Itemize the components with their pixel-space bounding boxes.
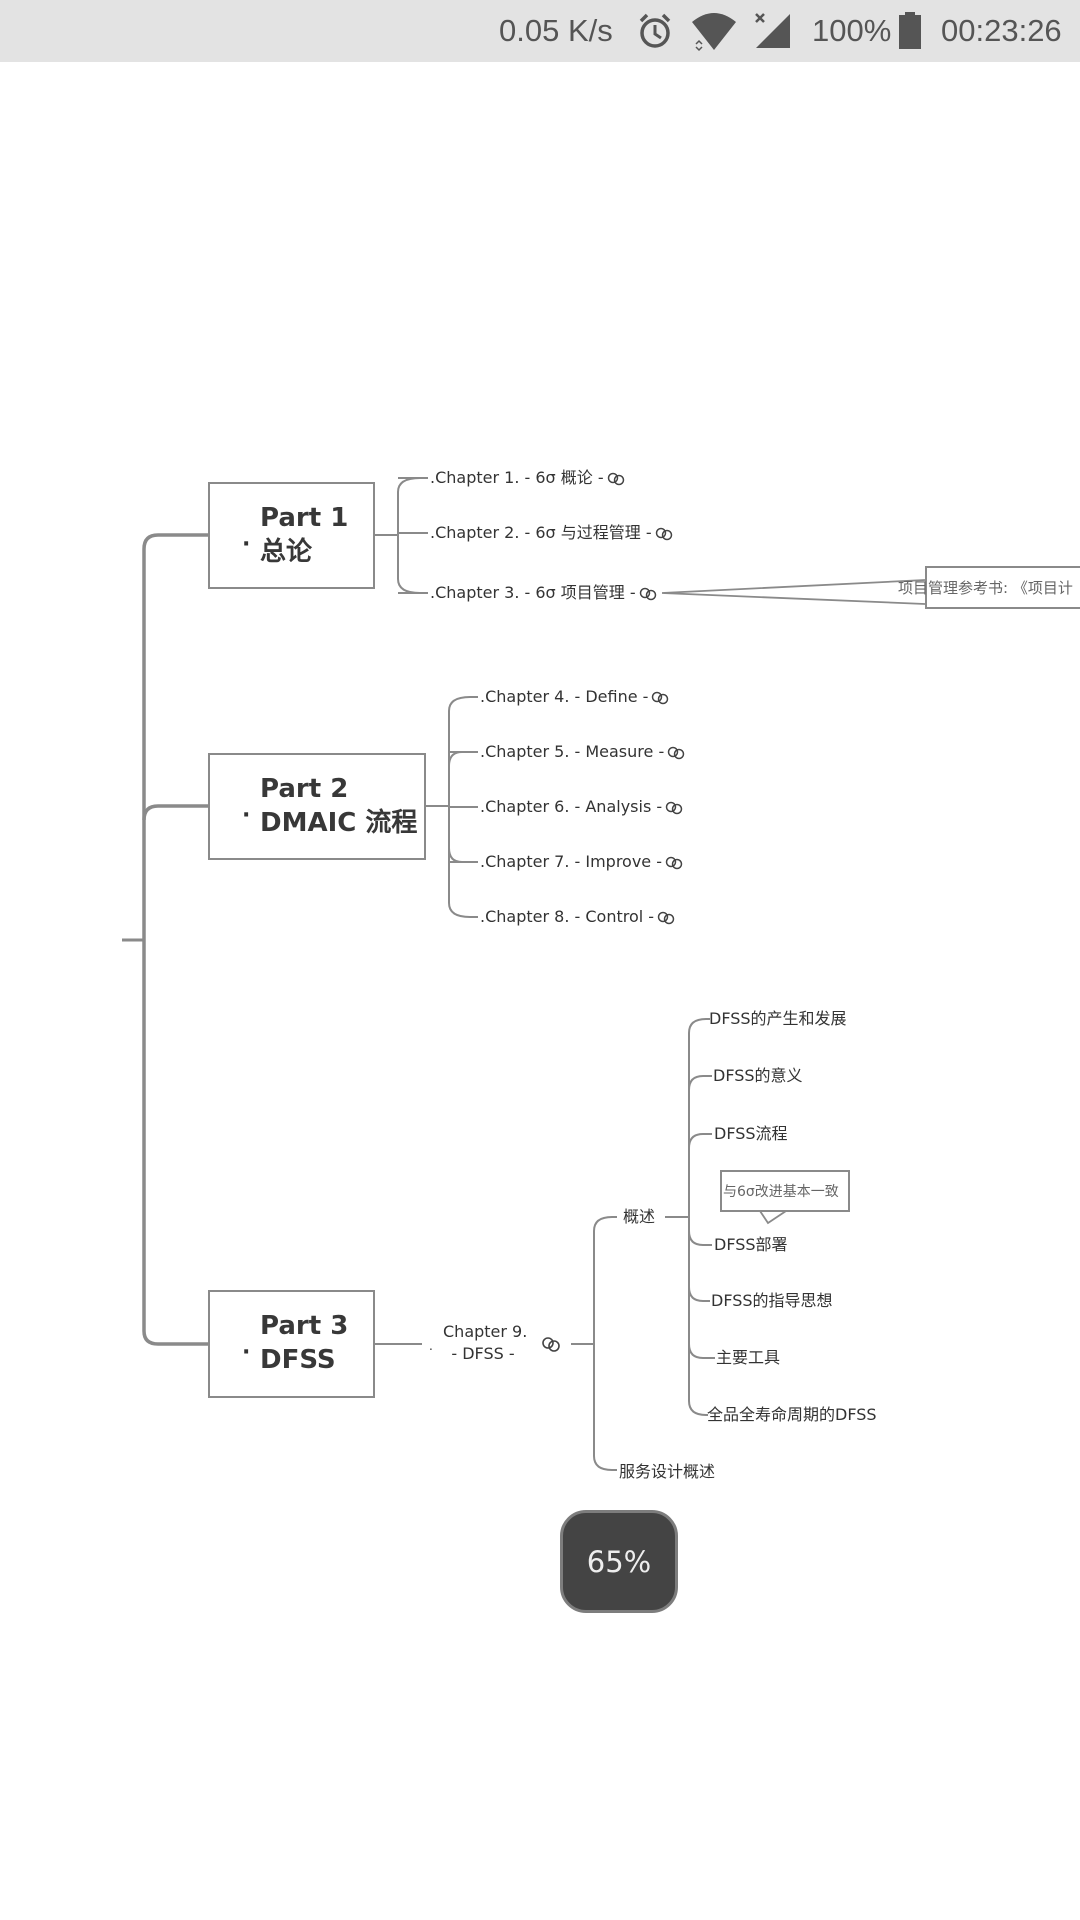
flow-note-text: 与6σ改进基本一致 (723, 1184, 839, 1200)
topic-node[interactable]: 主要工具 (716, 1348, 781, 1367)
wifi-icon (690, 0, 738, 62)
chapter-node[interactable]: .Chapter 6. - Analysis - (480, 797, 685, 817)
part3-bullet: · (242, 1340, 251, 1365)
overview-node[interactable]: 概述 (623, 1207, 656, 1226)
part3-subtitle: DFSS (260, 1345, 336, 1375)
chapter3-note-text: 项目管理参考书: 《项目计 (898, 579, 1073, 597)
chapter-node[interactable]: .Chapter 2. - 6σ 与过程管理 - (430, 523, 675, 543)
topic-node[interactable]: DFSS的产生和发展 (709, 1009, 847, 1028)
trunk (142, 533, 208, 1346)
network-speed: 0.05 K/s (499, 13, 613, 48)
part2-title: Part 2 (260, 774, 349, 804)
link-icon[interactable] (655, 911, 677, 925)
part3-title: Part 3 (260, 1311, 349, 1341)
battery-level: 100% (812, 13, 892, 48)
chapter-node[interactable]: .Chapter 8. - Control - (480, 907, 677, 927)
alarm-icon (636, 0, 674, 62)
part2-node[interactable]: · Part 2 DMAIC 流程 (208, 753, 426, 860)
topic-node[interactable]: DFSS部署 (714, 1235, 788, 1254)
topic-node[interactable]: DFSS的意义 (713, 1066, 803, 1085)
chapter-node[interactable]: .Chapter 3. - 6σ 项目管理 - (430, 583, 659, 603)
chapter-node[interactable]: .Chapter 7. - Improve - (480, 852, 685, 872)
zoom-level-indicator: 65% (560, 1510, 678, 1613)
chapter9-prefix: . (429, 1339, 433, 1353)
chapter-node[interactable]: .Chapter 5. - Measure - (480, 742, 687, 762)
link-icon[interactable] (653, 527, 675, 541)
status-bar: 0.05 K/s 100% 00:23:26 (0, 0, 1080, 62)
flow-note-callout[interactable] (720, 1170, 850, 1212)
part3-node[interactable]: · Part 3 DFSS (208, 1290, 375, 1398)
part1-node[interactable]: · Part 1 总论 (208, 482, 375, 589)
clock-time: 00:23:26 (941, 13, 1062, 48)
chapter-node[interactable]: .Chapter 4. - Define - (480, 687, 671, 707)
link-icon[interactable] (605, 472, 627, 486)
link-icon[interactable] (665, 746, 687, 760)
part1-subtitle: 总论 (260, 537, 313, 567)
no-signal-icon (752, 0, 792, 62)
link-icon[interactable] (663, 801, 685, 815)
link-icon[interactable] (637, 587, 659, 601)
chapter9-node[interactable]: Chapter 9. - DFSS - (443, 1322, 528, 1363)
battery-icon (897, 0, 923, 62)
topic-node[interactable]: DFSS流程 (714, 1124, 788, 1143)
topic-node[interactable]: 全品全寿命周期的DFSS (707, 1405, 877, 1424)
part2-bullet: · (242, 803, 251, 828)
topic-node[interactable]: DFSS的指导思想 (711, 1291, 833, 1310)
part1-bullet: · (242, 532, 251, 557)
link-icon[interactable] (649, 691, 671, 705)
service-design-node[interactable]: 服务设计概述 (619, 1462, 716, 1481)
part2-subtitle: DMAIC 流程 (260, 808, 418, 838)
link-icon[interactable] (663, 856, 685, 870)
chapter-node[interactable]: .Chapter 1. - 6σ 概论 - (430, 468, 627, 488)
chapter3-note-callout[interactable] (925, 566, 1080, 609)
branch-part2 (142, 804, 208, 821)
link-icon[interactable] (540, 1336, 562, 1352)
part1-title: Part 1 (260, 503, 349, 533)
